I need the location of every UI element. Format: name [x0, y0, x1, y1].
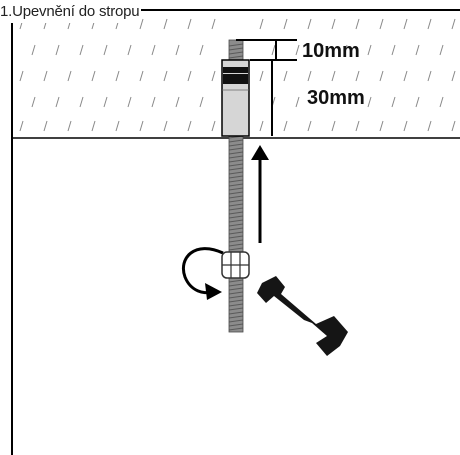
- wrench-icon: [257, 276, 348, 356]
- step-title: 1.Upevnění do stropu: [0, 3, 142, 23]
- arrow-up-icon: [251, 145, 269, 243]
- ceiling-block: [12, 9, 460, 139]
- ceiling-hatch: [19, 18, 456, 132]
- dimension-lines: [236, 39, 297, 136]
- anchor-sleeve: [221, 59, 250, 137]
- dimension-label-top: 10mm: [302, 40, 360, 62]
- nut-icon: [221, 251, 250, 279]
- rotate-arrow-icon: [182, 247, 224, 300]
- dimension-label-depth: 30mm: [305, 87, 367, 110]
